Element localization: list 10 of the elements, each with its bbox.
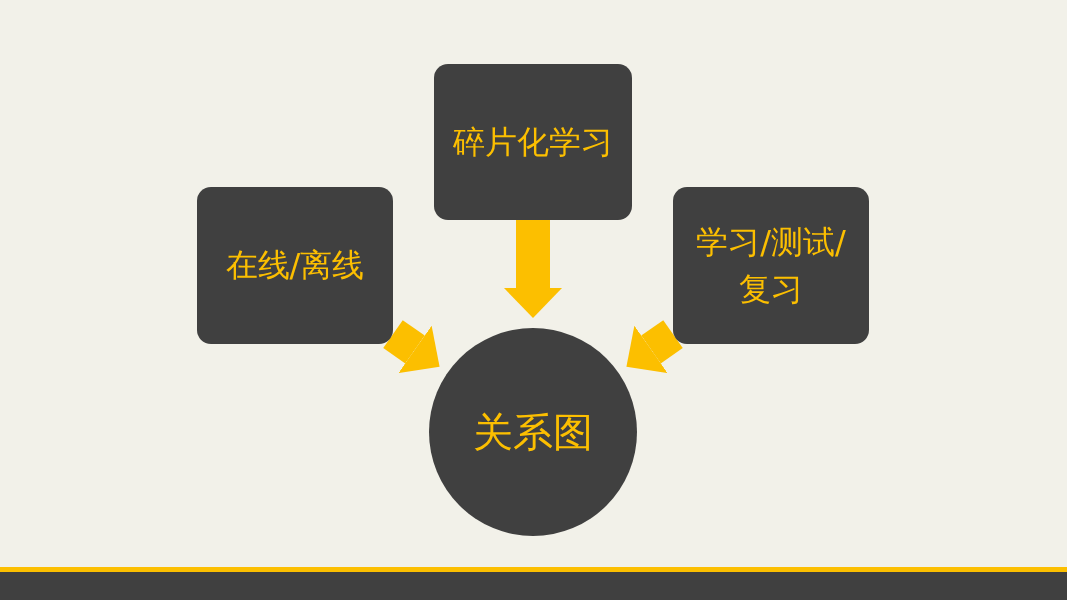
node-label: 学习/测试/复习 (695, 222, 847, 310)
node-label: 关系图 (473, 408, 593, 457)
arrow (383, 320, 440, 374)
arrow (626, 320, 683, 374)
topic-box (434, 64, 632, 220)
node-label: 在线/离线 (225, 245, 365, 287)
topic-box (673, 187, 869, 344)
node-label: 碎片化学习 (453, 121, 613, 163)
arrow (504, 220, 562, 318)
topic-box (197, 187, 393, 344)
